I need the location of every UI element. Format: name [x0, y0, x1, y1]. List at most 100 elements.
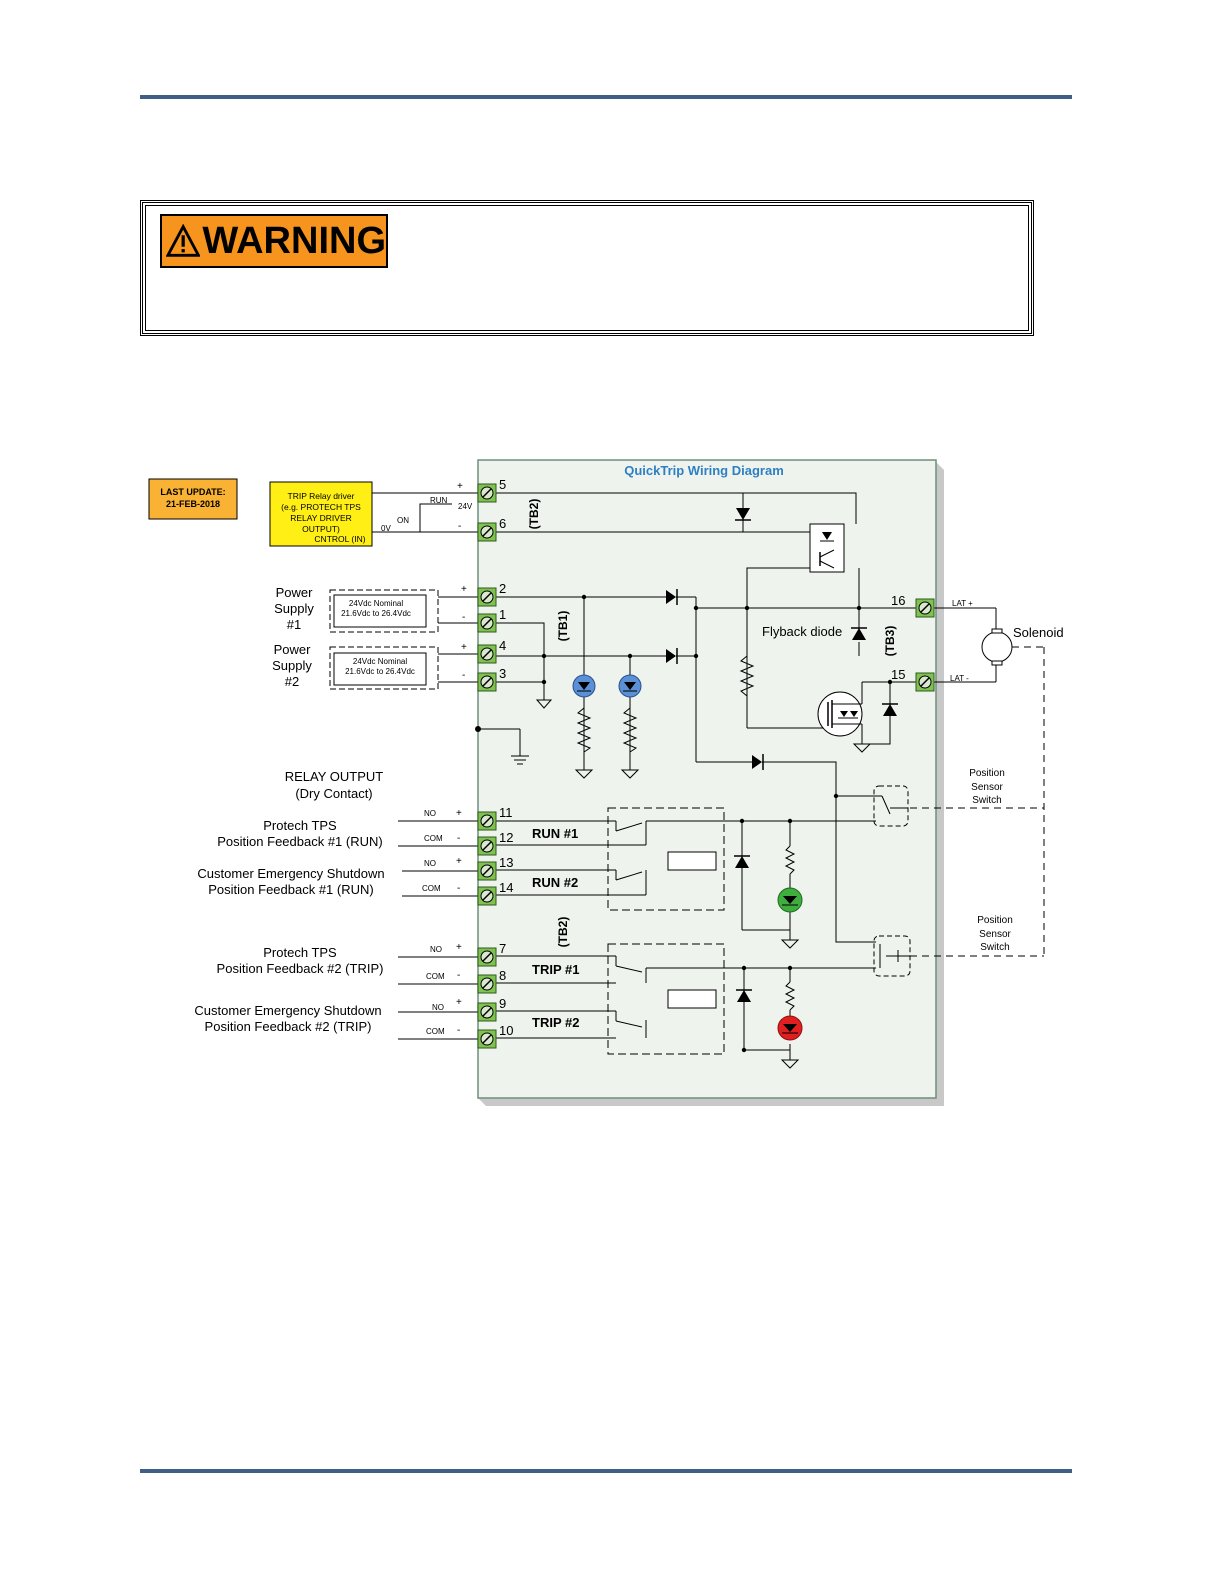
relay-name-trip-2: TRIP #2	[532, 1015, 579, 1030]
plus-7: +	[456, 942, 462, 953]
terminal-number-16: 16	[891, 593, 905, 608]
last-update-tag	[148, 478, 238, 520]
trip-driver-box	[269, 481, 373, 547]
last-update-date: 21-FEB-2018	[166, 499, 220, 509]
supply-2-label-1: Power	[274, 642, 312, 657]
plus-9: +	[456, 997, 462, 1008]
supply-1-frame	[329, 589, 439, 633]
relay-output-subtitle: (Dry Contact)	[295, 786, 372, 801]
supply-2-spec-1: 24Vdc Nominal	[353, 657, 407, 666]
diode-switch	[752, 754, 764, 770]
supply-polarity: + - + - + -	[457, 481, 467, 681]
mosfet-diode	[882, 703, 898, 716]
com-label-10: COM	[426, 1027, 445, 1036]
feedback-2-line-1: Customer Emergency Shutdown	[197, 866, 384, 881]
terminal-number-14: 14	[499, 880, 513, 895]
terminal-15: 15	[891, 667, 935, 692]
relay-run-coil	[667, 851, 717, 871]
led-run-1	[572, 674, 596, 698]
bottom-rule	[140, 1469, 1072, 1473]
flyback-label: Flyback diode	[762, 624, 842, 639]
resistor-gate	[739, 655, 755, 697]
supply-1-minus: -	[462, 612, 465, 623]
terminal-4: 4	[477, 638, 506, 664]
supply-1-box	[333, 594, 427, 628]
contact-type-labels: NO COM NO COM NO COM NO COM	[422, 809, 445, 1036]
relay-run-frame	[607, 807, 725, 911]
trip-driver-wiring	[372, 492, 478, 533]
last-update-label: LAST UPDATE:	[160, 487, 225, 497]
ground-relay-2	[780, 1059, 800, 1069]
tb1-label: (TB1)	[556, 611, 570, 642]
run-label: RUN	[430, 496, 448, 505]
terminal-12: 12	[477, 830, 513, 856]
terminal-3: 3	[477, 666, 506, 692]
supply-1-label-3: #1	[287, 617, 301, 632]
on-label: ON	[397, 516, 409, 525]
no-label-11: NO	[424, 809, 436, 818]
minus-8: -	[457, 970, 460, 981]
ground-led-2	[620, 769, 640, 779]
ov-label: 0V	[381, 524, 391, 533]
position-switch-1-contact	[876, 795, 908, 815]
position-switch-2-label: Position Sensor Switch	[977, 915, 1013, 953]
terminal-number-1: 1	[499, 607, 506, 622]
position-switch-1-line-1: Position	[969, 768, 1005, 779]
minus-12: -	[457, 833, 460, 844]
mosfet	[817, 691, 863, 737]
ground-mosfet	[852, 743, 872, 753]
terminal-number-7: 7	[499, 941, 506, 956]
solenoid-label: Solenoid	[1013, 625, 1064, 640]
plus-11: +	[456, 808, 462, 819]
terminal-13: 13	[477, 855, 513, 881]
solenoid-motor	[981, 628, 1013, 666]
position-switch-1-line-2: Sensor	[971, 782, 1003, 793]
internal-wiring	[478, 492, 997, 1060]
ground-relay-1	[780, 939, 800, 949]
contact-polarity: + - + - + - + -	[456, 808, 462, 1036]
trip-driver-line-2: (e.g. PROTECH TPS	[281, 502, 361, 512]
relay-name-run-2: RUN #2	[532, 875, 578, 890]
led-run-2	[618, 674, 642, 698]
position-switch-2-contact	[879, 944, 910, 968]
position-switch-1-line-3: Switch	[972, 795, 1001, 806]
supply-2-box	[333, 652, 427, 686]
terminal-number-13: 13	[499, 855, 513, 870]
terminal-number-2: 2	[499, 581, 506, 596]
supply-2-minus: -	[462, 670, 465, 681]
feedback-1-line-2: Position Feedback #1 (RUN)	[217, 834, 382, 849]
warning-box	[140, 200, 1034, 336]
no-label-13: NO	[424, 859, 436, 868]
supply-2-frame	[329, 646, 439, 690]
diode-driver	[735, 508, 751, 521]
minus-14: -	[457, 883, 460, 894]
relay-contacts	[615, 821, 647, 1038]
relay-name-run-1: RUN #1	[532, 826, 578, 841]
terminal-14: 14	[477, 880, 513, 906]
terminal-10: 10	[477, 1023, 513, 1049]
trip-driver-line-5: CNTROL (IN)	[314, 534, 365, 544]
warning-badge: WARNING	[160, 214, 388, 268]
position-switch-2-line-1: Position	[977, 915, 1013, 926]
top-rule	[140, 95, 1072, 99]
flyback-diode	[851, 627, 867, 640]
terminal-number-6: 6	[499, 516, 506, 531]
relay-2-diode	[736, 989, 752, 1002]
supply-2-spec-2: 21.6Vdc to 26.4Vdc	[345, 667, 415, 676]
position-switch-2-line-3: Switch	[980, 942, 1009, 953]
supply-1-spec-1: 24Vdc Nominal	[349, 599, 403, 608]
relay-trip-coil	[667, 989, 717, 1009]
tb3-label: (TB3)	[883, 626, 897, 657]
minus-10: -	[457, 1025, 460, 1036]
terminal-9: 9	[477, 996, 506, 1022]
resistors	[576, 655, 796, 1011]
supply-2-plus: +	[461, 642, 467, 653]
led-red	[777, 1015, 803, 1041]
terminal-11: 11	[477, 805, 513, 831]
driver-minus: -	[458, 521, 461, 532]
relay-trip-frame	[607, 943, 725, 1055]
resistor-relay-1	[784, 845, 796, 875]
terminal-8: 8	[477, 968, 506, 994]
